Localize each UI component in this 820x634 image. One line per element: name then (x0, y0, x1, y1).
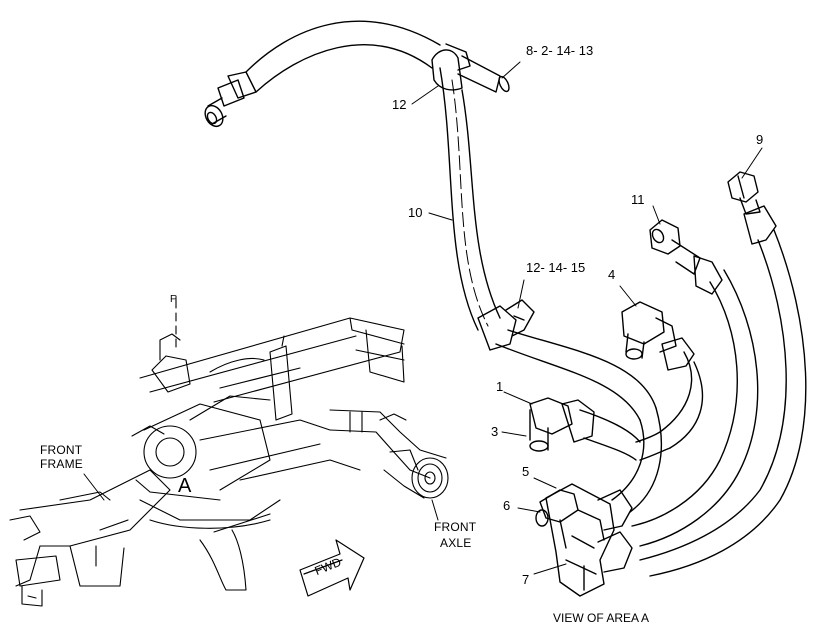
label-front-frame-2: FRAME (40, 457, 83, 471)
label-front-frame-1: FRONT (40, 443, 83, 457)
callout-4: 4 (608, 267, 616, 282)
fwd-arrow (299, 539, 365, 597)
callout-6: 6 (503, 498, 511, 513)
callout-1: 1 (496, 379, 504, 394)
view-caption: VIEW OF AREA A (553, 611, 650, 625)
hose-10-upper (204, 20, 510, 331)
fitting-11 (631, 219, 759, 547)
tower-letter: F (170, 294, 176, 305)
label-front-axle-2: AXLE (440, 536, 472, 550)
leader-lines (83, 61, 763, 575)
elbow-fitting-4 (621, 301, 704, 461)
label-front-axle-1: FRONT (434, 520, 477, 534)
valve-block-5-6-7 (535, 483, 633, 597)
callout-8-2-14-13: 8- 2- 14- 13 (526, 43, 594, 58)
callout-10: 10 (408, 205, 423, 220)
front-axle (329, 409, 449, 499)
elbow-fitting-1 (529, 397, 641, 461)
hose-10-lower (495, 329, 662, 513)
front-frame (9, 299, 405, 607)
callout-7: 7 (522, 572, 530, 587)
callout-11: 11 (631, 192, 645, 207)
callout-3: 3 (491, 424, 499, 439)
callout-9: 9 (756, 132, 764, 147)
callout-12-top: 12 (392, 97, 407, 112)
callout-12-14-15: 12- 14- 15 (526, 260, 586, 275)
callout-area-a: A (178, 475, 192, 497)
clamp-12-14-15 (477, 299, 535, 351)
callout-5: 5 (522, 464, 530, 479)
fitting-9 (639, 171, 807, 577)
